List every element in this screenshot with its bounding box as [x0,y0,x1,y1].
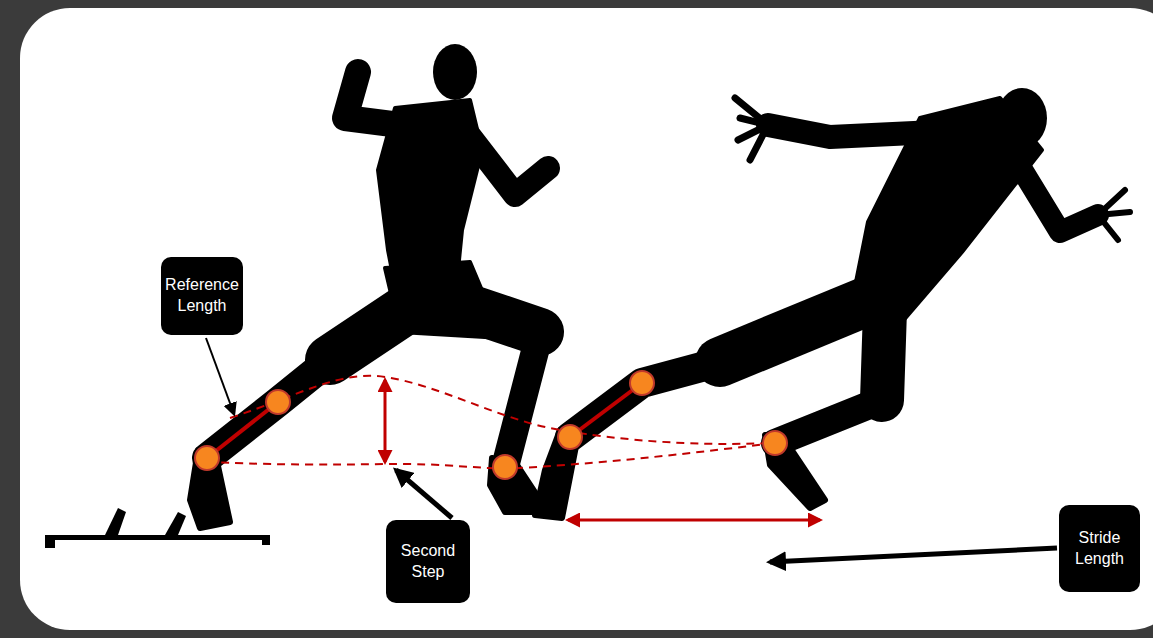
joint-marker [493,455,517,479]
front-arm [465,130,548,195]
rear-thigh [720,300,870,362]
block-pedal [105,508,126,535]
callout-label: Stride Length [1062,528,1137,570]
finger [1098,215,1118,240]
lower-trajectory [207,443,775,468]
step-height-arrow [384,380,387,462]
rear-thigh [330,300,420,360]
rear-shin [207,360,330,458]
leader-arrow [396,470,452,518]
sprinter-silhouette [535,88,1130,518]
finger [750,125,768,160]
callout-box: Reference Length [161,257,243,335]
upper-trajectory [230,376,775,444]
callout-label: Second Step [389,541,467,583]
block-pedal [165,512,186,535]
sprinter-silhouette [190,44,548,528]
callout-box: Stride Length [1059,505,1140,592]
callout-text-group: Stride Length [1062,528,1137,570]
leader-arrow [206,338,234,414]
reference-segment [207,402,278,458]
rear-hand [735,98,768,160]
rear-arm [768,125,935,137]
rear-shin [570,362,720,437]
callout-text-group: Reference Length [164,275,240,317]
finger [735,98,768,125]
finger [1098,212,1130,215]
front-hand [1098,190,1130,240]
joint-marker [558,425,582,449]
callout-text-group: Second Step [389,541,467,583]
front-shin [505,332,540,467]
head [433,44,477,100]
leader-arrow [770,548,1057,562]
joint-marker [630,371,654,395]
starting-blocks [45,508,270,548]
reference-segment [570,383,642,437]
white-panel [20,8,1153,630]
joint-marker [195,446,219,470]
rear-arm [345,72,400,125]
joint-markers [195,371,787,479]
front-shin [775,400,882,443]
front-arm [1010,150,1098,232]
callout-label: Reference Length [164,275,240,317]
joint-marker [763,431,787,455]
block-rail [45,535,270,548]
callout-box: Second Step [386,520,470,603]
stride-length-arrow [568,519,820,522]
joint-marker [266,390,290,414]
